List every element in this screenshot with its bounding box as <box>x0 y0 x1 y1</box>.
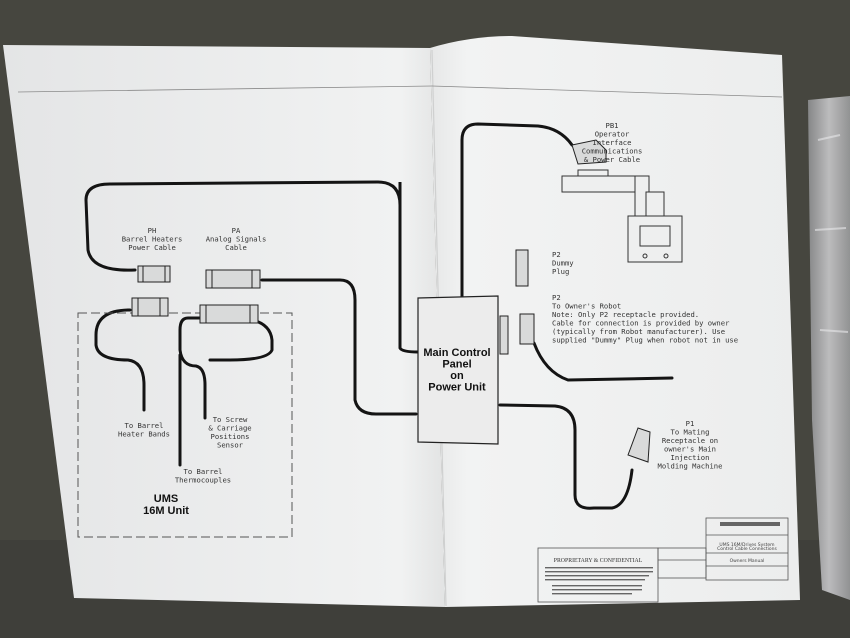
title-block-part: Owners Manual <box>730 558 765 564</box>
pa-line: PA <box>232 226 241 235</box>
bh-line: Heater Bands <box>118 430 170 439</box>
main-line: Power Unit <box>428 382 486 394</box>
main-line: on <box>450 370 464 382</box>
p2r-line: To Owner's Robot <box>552 302 621 311</box>
p2d-line: Plug <box>552 267 569 276</box>
p2r-line: supplied "Dummy" Plug when robot not in … <box>552 336 738 345</box>
p1-line: To Mating <box>671 428 710 437</box>
operator-interface-drawing <box>561 169 683 263</box>
p1-line: Injection <box>671 453 710 462</box>
p2d-line: P2 <box>552 250 561 259</box>
ph-line: Barrel Heaters <box>122 235 183 244</box>
bh-line: To Barrel <box>125 421 164 430</box>
connector-ph-lower <box>131 297 169 317</box>
connector-p2-robot <box>519 313 535 345</box>
pa-line: Analog Signals <box>206 235 267 244</box>
sc-line: Sensor <box>217 441 244 450</box>
connectors <box>131 139 651 463</box>
title-block <box>537 517 789 603</box>
p1-line: Molding Machine <box>658 462 723 471</box>
p2d-line: Dummy <box>552 259 574 268</box>
title-block-proprietary: PROPRIETARY & CONFIDENTIAL <box>554 558 643 564</box>
ums-line: UMS <box>154 493 178 505</box>
pb-line: Operator <box>595 130 630 139</box>
pb-line: PB1 <box>606 121 619 130</box>
sc-line: & Carriage <box>208 424 251 433</box>
pa-line: Cable <box>225 243 247 252</box>
pb-line: & Power Cable <box>584 155 640 164</box>
ums-line: 16M Unit <box>143 505 189 517</box>
plastic-bag <box>808 96 850 600</box>
sc-line: To Screw <box>213 415 248 424</box>
sc-line: Positions <box>211 432 250 441</box>
connector-p1 <box>627 427 651 463</box>
main-control-panel <box>417 295 499 445</box>
p2r-line: Note: Only P2 receptacle provided. <box>552 310 699 319</box>
p1-line: owner's Main <box>664 445 716 454</box>
connector-p2-dummy <box>515 249 529 287</box>
connector-pa <box>205 269 261 289</box>
paper-right-page <box>430 36 800 607</box>
title-block-series: UMS 16M/Drives System <box>719 542 774 548</box>
connector-ph <box>137 265 171 283</box>
main-line: Panel <box>442 359 471 371</box>
pb-line: Communications <box>582 147 643 156</box>
connector-pa-lower <box>199 304 259 324</box>
ph-line: Power Cable <box>128 243 176 252</box>
ums-unit-outline <box>77 312 293 538</box>
pb-line: Interface <box>593 138 632 147</box>
th-line: Thermocouples <box>175 476 231 485</box>
p2r-line: P2 <box>552 293 561 302</box>
p1-line: P1 <box>686 419 695 428</box>
th-line: To Barrel <box>184 467 223 476</box>
p2r-line: Cable for connection is provided by owne… <box>552 319 730 328</box>
ph-line: PH <box>148 226 157 235</box>
p1-line: Receptacle on <box>662 436 718 445</box>
p2r-line: (typically from Robot manufacturer). Use <box>552 327 725 336</box>
main-line: Main Control <box>423 347 490 359</box>
title-block-doc-title: Control Cable Connections <box>717 546 777 552</box>
connector-pb1 <box>571 139 607 165</box>
paper-left-page <box>3 45 445 607</box>
